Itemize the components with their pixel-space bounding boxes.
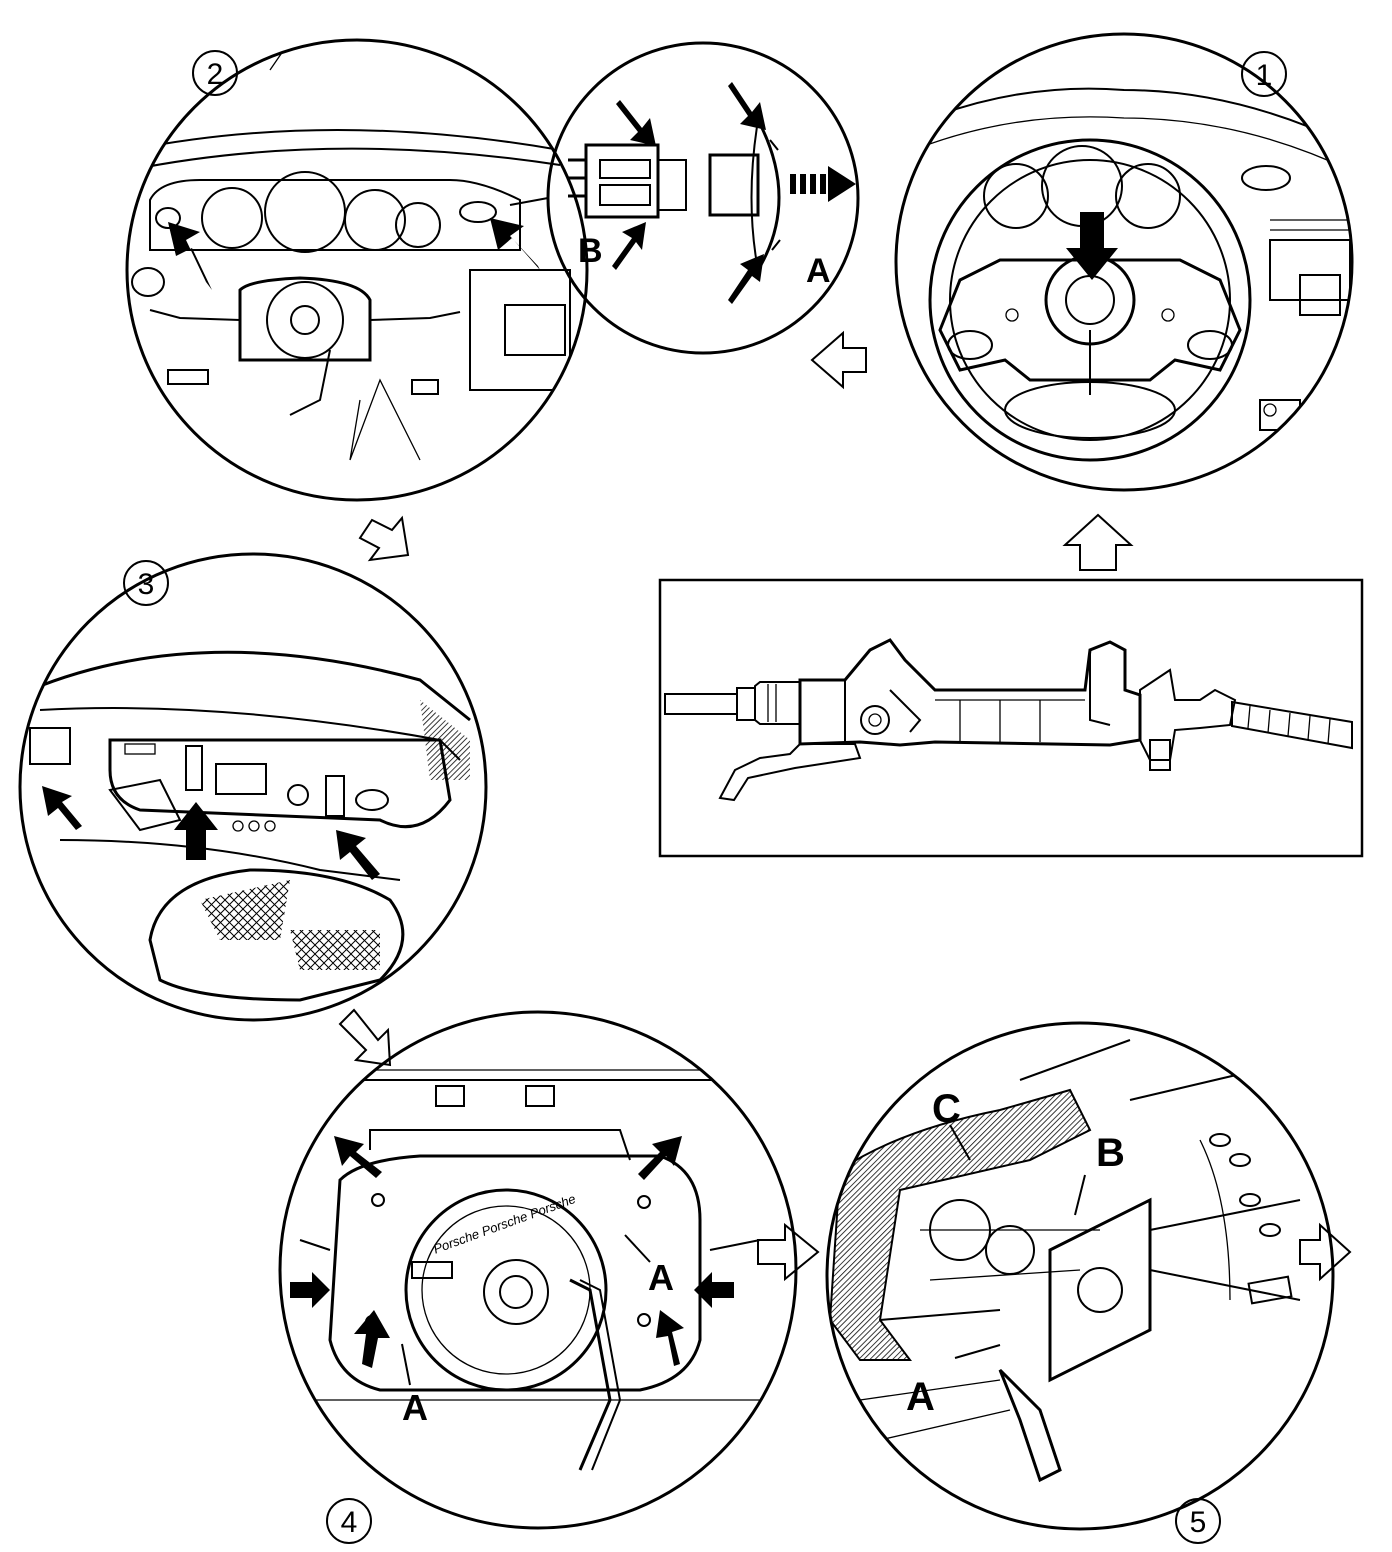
steering-column-panel — [658, 578, 1364, 858]
solid-arrow-icon — [334, 1136, 382, 1178]
steering-column-drawing — [664, 638, 1353, 802]
step-number-4: 4 — [341, 1506, 358, 1539]
label-a-right: A — [648, 1257, 674, 1298]
dashed-arrow-icon — [790, 166, 856, 202]
label-c: C — [932, 1087, 961, 1131]
solid-arrow-icon — [612, 222, 646, 270]
solid-arrow-icon — [490, 218, 540, 270]
solid-arrow-icon — [336, 830, 380, 880]
clock-spring-branding: Porsche Porsche Porsche — [431, 1191, 577, 1257]
solid-arrow-icon — [728, 254, 764, 304]
step-5-panel: A B C 5 — [825, 1021, 1335, 1544]
step-number-3: 3 — [138, 568, 155, 601]
step-1-panel: 1 — [894, 32, 1354, 492]
step-2-detail-panel: A B — [509, 41, 860, 355]
solid-arrow-icon — [174, 802, 218, 860]
hollow-arrow-icon — [1299, 1222, 1352, 1282]
solid-arrow-icon — [290, 1272, 330, 1308]
step-3-panel: 3 — [18, 552, 488, 1022]
step-2-panel: 2 — [125, 38, 589, 502]
hollow-arrow-icon — [358, 515, 410, 562]
solid-arrow-icon — [168, 222, 212, 290]
solid-arrow-icon — [42, 786, 82, 830]
label-a: A — [906, 1375, 935, 1419]
hollow-arrow-icon — [810, 330, 867, 390]
solid-arrow-icon — [616, 100, 656, 146]
step-4-panel: Porsche Porsche Porsche A A 4 — [278, 1010, 798, 1544]
solid-arrow-icon — [638, 1136, 682, 1180]
solid-arrow-icon — [694, 1272, 734, 1308]
steering-wheel — [928, 138, 1252, 462]
step-number-5: 5 — [1190, 1506, 1207, 1539]
label-a-bottom: A — [402, 1387, 428, 1428]
solid-arrow-icon — [656, 1310, 684, 1366]
detail-label-a: A — [806, 252, 831, 290]
step-number-2: 2 — [207, 58, 224, 91]
solid-arrow-icon — [728, 82, 766, 130]
hollow-arrow-icon — [1062, 513, 1134, 571]
step-number-1: 1 — [1256, 59, 1273, 92]
hollow-arrow-icon — [757, 1222, 820, 1282]
flow-arrows — [338, 330, 1352, 1282]
label-b: B — [1096, 1131, 1125, 1175]
solid-arrow-icon — [1066, 212, 1118, 280]
detail-label-b: B — [578, 232, 603, 270]
hollow-arrow-icon — [338, 1008, 392, 1067]
solid-arrow-icon — [354, 1310, 390, 1368]
